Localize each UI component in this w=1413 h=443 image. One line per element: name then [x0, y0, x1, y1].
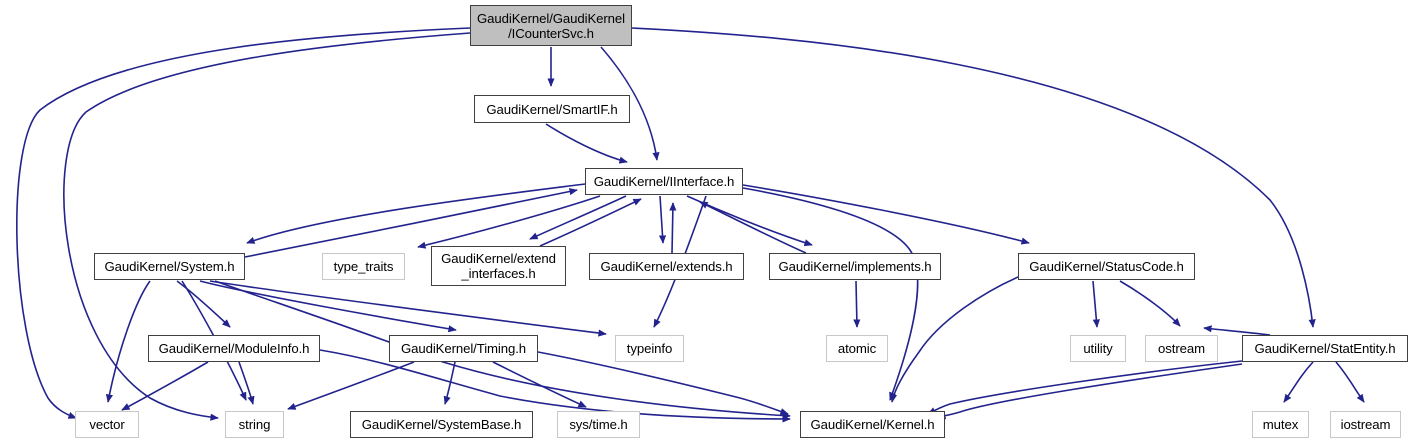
- graph-node-statentity[interactable]: GaudiKernel/StatEntity.h: [1242, 335, 1408, 362]
- graph-node-timing[interactable]: GaudiKernel/Timing.h: [389, 335, 538, 362]
- graph-node-ostream[interactable]: ostream: [1145, 335, 1218, 362]
- graph-node-iinterface[interactable]: GaudiKernel/IInterface.h: [585, 168, 743, 195]
- graph-node-string[interactable]: string: [225, 411, 284, 438]
- graph-node-typeinfo[interactable]: typeinfo: [615, 335, 684, 362]
- graph-node-moduleinfo[interactable]: GaudiKernel/ModuleInfo.h: [148, 335, 320, 362]
- graph-node-icountersvc[interactable]: GaudiKernel/GaudiKernel /ICounterSvc.h: [470, 5, 632, 46]
- graph-node-statuscode[interactable]: GaudiKernel/StatusCode.h: [1018, 253, 1195, 280]
- graph-node-vector[interactable]: vector: [75, 411, 139, 438]
- graph-node-system[interactable]: GaudiKernel/System.h: [94, 253, 245, 280]
- graph-node-implements[interactable]: GaudiKernel/implements.h: [769, 253, 941, 280]
- graph-node-extend-interfaces[interactable]: GaudiKernel/extend _interfaces.h: [431, 246, 566, 286]
- graph-node-utility[interactable]: utility: [1070, 335, 1126, 362]
- graph-node-iostream[interactable]: iostream: [1330, 411, 1401, 438]
- graph-node-type-traits[interactable]: type_traits: [322, 253, 405, 280]
- graph-node-mutex[interactable]: mutex: [1252, 411, 1309, 438]
- graph-node-smartif[interactable]: GaudiKernel/SmartIF.h: [474, 95, 630, 123]
- graph-node-atomic[interactable]: atomic: [826, 335, 888, 362]
- graph-node-kernel[interactable]: GaudiKernel/Kernel.h: [800, 411, 945, 438]
- graph-node-sys-time[interactable]: sys/time.h: [557, 411, 640, 438]
- graph-node-systembase[interactable]: GaudiKernel/SystemBase.h: [350, 411, 533, 438]
- graph-node-extends[interactable]: GaudiKernel/extends.h: [589, 253, 744, 280]
